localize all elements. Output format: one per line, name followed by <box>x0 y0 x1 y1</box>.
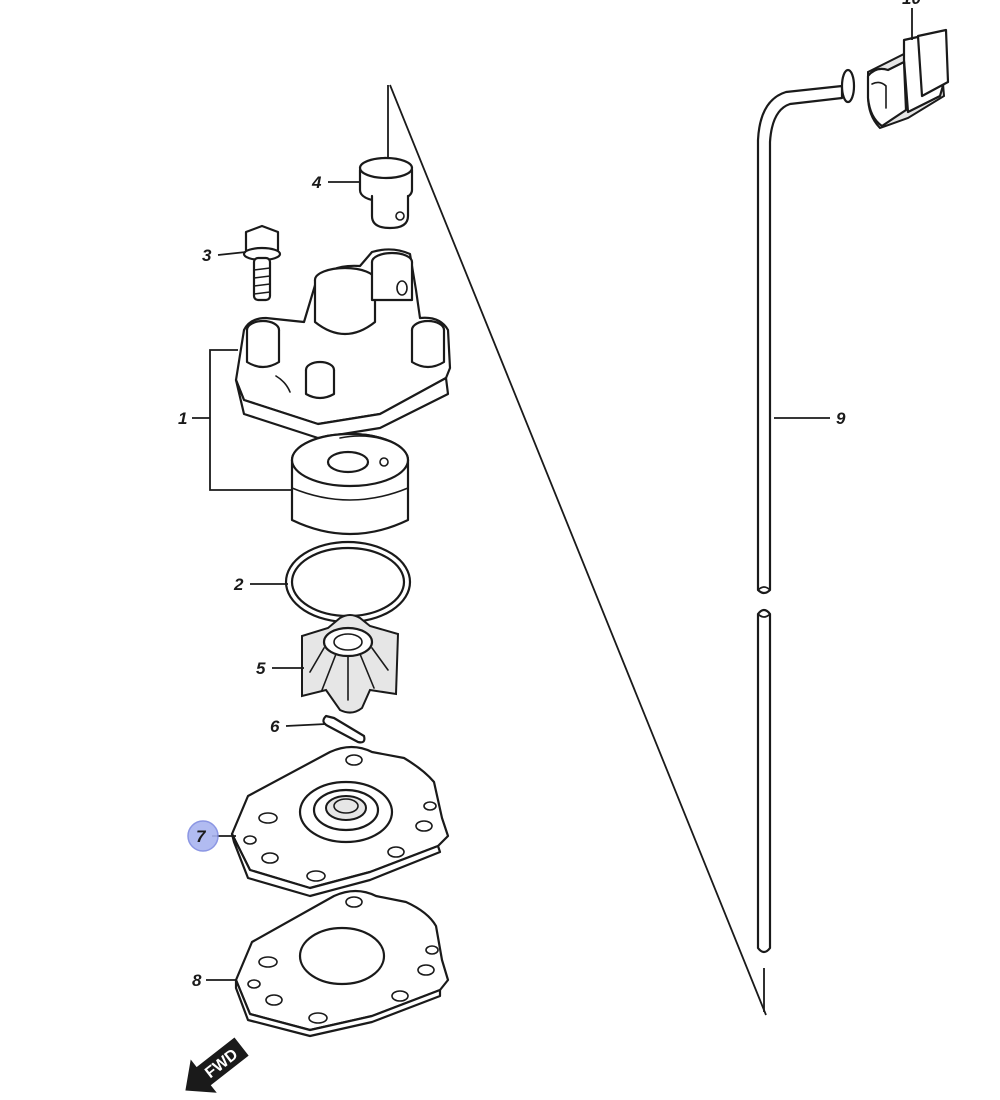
part-8-gasket[interactable] <box>234 889 450 1038</box>
fwd-direction-arrow: FWD <box>185 1037 249 1093</box>
callout-4[interactable]: 4 <box>311 173 322 192</box>
callout-3[interactable]: 3 <box>202 246 212 265</box>
callout-10[interactable]: 10 <box>902 0 921 8</box>
part-10-grommet[interactable] <box>866 8 950 130</box>
part-9-water-tube[interactable] <box>756 68 856 1012</box>
part-1-pump-case[interactable] <box>234 248 452 536</box>
callout-7[interactable]: 7 <box>196 827 207 846</box>
callout-2[interactable]: 2 <box>233 575 244 594</box>
part-2-o-ring[interactable] <box>284 540 412 624</box>
callout-9[interactable]: 9 <box>836 409 846 428</box>
part-6-key[interactable] <box>322 714 366 744</box>
callout-8[interactable]: 8 <box>192 971 202 990</box>
callout-5[interactable]: 5 <box>256 659 266 678</box>
leader-lines <box>192 181 830 981</box>
part-5-impeller[interactable] <box>301 614 400 714</box>
group-bracket-lines <box>387 84 767 1016</box>
callout-7-highlight <box>187 820 219 852</box>
part-3-bolt[interactable] <box>242 224 282 302</box>
callout-6[interactable]: 6 <box>270 717 280 736</box>
part-7-upper-plate[interactable] <box>230 745 450 898</box>
part-4-pump-guide[interactable] <box>358 156 414 230</box>
callout-1[interactable]: 1 <box>178 409 187 428</box>
